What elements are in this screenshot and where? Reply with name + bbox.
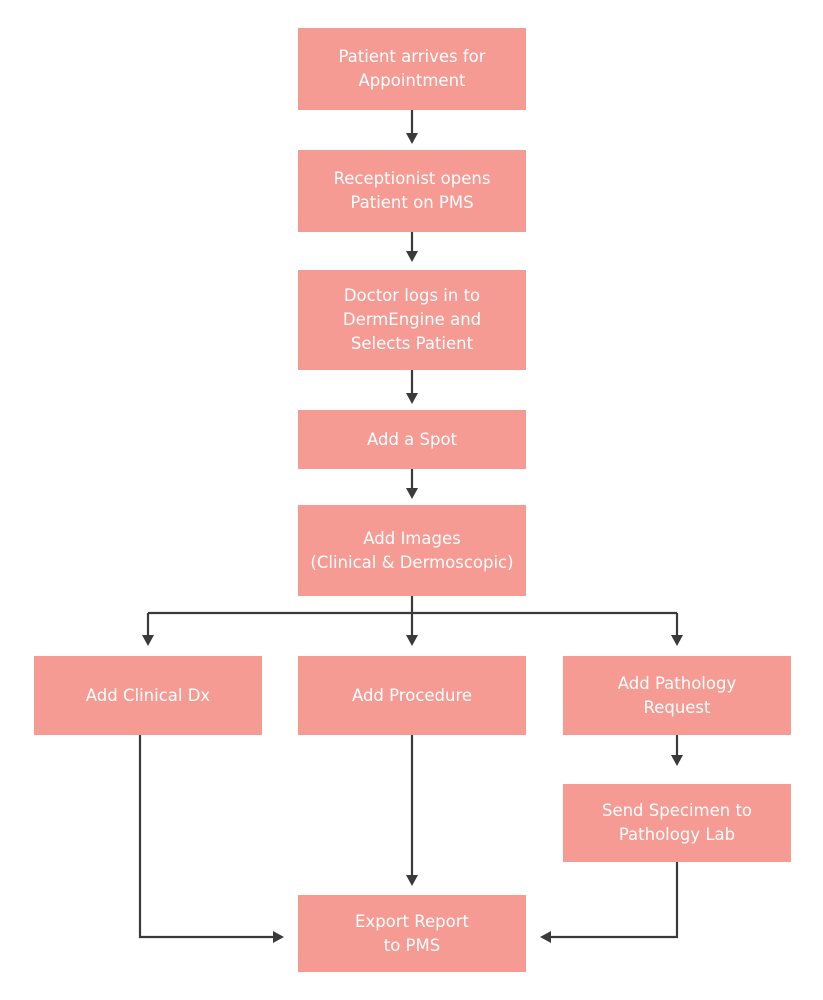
node-send-specimen: Send Specimen to Pathology Lab [563,784,791,862]
arrowhead-receptionist-opens [406,133,418,144]
arrowhead-add-clinical-dx [142,635,154,646]
node-add-pathology-request: Add Pathology Request [563,656,791,735]
arrowhead-export-report-left [273,931,284,943]
edge-add-clinical-dx-to-export-report [138,735,274,939]
node-doctor-logs-in: Doctor logs in to DermEngine and Selects… [298,270,526,370]
node-receptionist-opens: Receptionist opens Patient on PMS [298,150,526,232]
node-add-images: Add Images (Clinical & Dermoscopic) [298,505,526,596]
arrowhead-add-procedure [406,635,418,646]
arrowhead-add-spot [406,393,418,404]
node-add-spot: Add a Spot [298,410,526,469]
node-export-report: Export Report to PMS [298,895,526,972]
arrowhead-add-images [406,488,418,499]
arrowhead-add-pathology-request [671,635,683,646]
node-add-clinical-dx: Add Clinical Dx [34,656,262,735]
arrowhead-send-specimen [671,755,683,766]
edge-send-specimen-to-export-report [550,862,679,939]
arrowhead-export-report-top [406,875,418,886]
node-patient-arrives: Patient arrives for Appointment [298,28,526,110]
node-add-procedure: Add Procedure [298,656,526,735]
arrowhead-export-report-right [540,931,551,943]
arrowhead-doctor-logs-in [406,251,418,262]
